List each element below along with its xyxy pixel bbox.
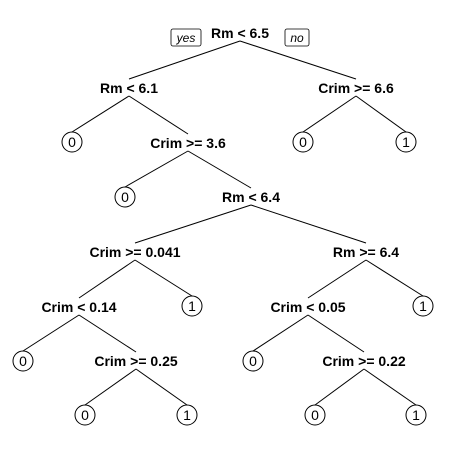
split-node-s0: Rm < 6.5	[211, 25, 269, 41]
leaf-value: 0	[249, 353, 257, 369]
leaf-value: 0	[311, 407, 319, 423]
leaf-node-l8: 0	[74, 404, 96, 426]
split-node-s7: Crim < 0.14	[41, 299, 116, 315]
edge-s5-l4	[134, 259, 193, 297]
leaf-node-l6: 0	[12, 350, 34, 372]
leaf-value: 0	[19, 353, 27, 369]
edge-s9-l9	[135, 368, 188, 406]
split-node-s3: Crim >= 3.6	[150, 135, 226, 151]
leaf-circle	[12, 350, 34, 372]
leaf-circle	[114, 186, 136, 208]
leaf-node-l2: 1	[395, 131, 417, 153]
leaf-value: 0	[81, 407, 89, 423]
leaf-value: 1	[412, 407, 420, 423]
leaf-circle	[292, 131, 314, 153]
leaf-node-l1: 0	[292, 131, 314, 153]
yes-tag: yes	[170, 28, 202, 47]
edge-s10-l10	[314, 368, 365, 406]
edge-s7-s9	[78, 314, 137, 353]
split-node-s5: Crim >= 0.041	[89, 244, 180, 260]
split-node-s9: Crim >= 0.25	[94, 353, 177, 369]
leaf-circle	[176, 404, 198, 426]
edge-s2-l2	[355, 95, 407, 133]
leaf-node-l10: 0	[304, 404, 326, 426]
leaf-value: 1	[188, 298, 196, 314]
edge-s8-l7	[252, 314, 309, 352]
leaf-value: 1	[402, 134, 410, 150]
yes-tag-label: yes	[176, 31, 196, 45]
tree-edges	[22, 40, 424, 406]
no-tag-label: no	[290, 31, 304, 45]
edge-s4-s6	[250, 204, 367, 244]
leaf-node-l7: 0	[242, 350, 264, 372]
edge-s1-l0	[71, 95, 130, 133]
split-node-s6: Rm >= 6.4	[333, 244, 399, 260]
edge-s1-s3	[128, 95, 189, 135]
edge-s8-s10	[307, 314, 365, 353]
edge-s3-l3	[124, 150, 189, 188]
edge-s9-l8	[84, 368, 137, 406]
edge-s3-s4	[187, 150, 252, 189]
leaf-circle	[181, 295, 203, 317]
no-tag: no	[284, 28, 310, 47]
edge-s2-l1	[302, 95, 357, 133]
edge-s6-l5	[365, 259, 424, 297]
leaf-node-l11: 1	[405, 404, 427, 426]
leaf-value: 1	[419, 298, 427, 314]
leaf-node-l3: 0	[114, 186, 136, 208]
leaf-circle	[395, 131, 417, 153]
split-node-s2: Crim >= 6.6	[318, 80, 394, 96]
leaf-circle	[242, 350, 264, 372]
leaf-circle	[61, 131, 83, 153]
edge-s0-s2	[239, 40, 357, 80]
split-node-s8: Crim < 0.05	[270, 299, 345, 315]
edge-s7-l6	[22, 314, 80, 352]
leaf-value: 1	[183, 407, 191, 423]
edge-s0-s1	[128, 40, 241, 80]
leaf-circle	[412, 295, 434, 317]
edge-s5-s7	[78, 259, 136, 299]
edge-s6-s8	[307, 259, 367, 299]
branch-tags: yes no	[170, 28, 310, 47]
leaf-value: 0	[68, 134, 76, 150]
leaf-node-l9: 1	[176, 404, 198, 426]
edge-s10-l11	[363, 368, 417, 406]
split-node-s1: Rm < 6.1	[100, 80, 158, 96]
leaf-circle	[74, 404, 96, 426]
split-node-s10: Crim >= 0.22	[322, 353, 405, 369]
leaf-circle	[405, 404, 427, 426]
leaf-value: 0	[299, 134, 307, 150]
leaf-node-l4: 1	[181, 295, 203, 317]
leaf-node-l5: 1	[412, 295, 434, 317]
edge-s4-s5	[134, 204, 252, 244]
leaf-circle	[304, 404, 326, 426]
leaf-nodes: 0 0 1 0 1 1 0 0 0 1 0 1	[12, 131, 434, 426]
leaf-node-l0: 0	[61, 131, 83, 153]
leaf-value: 0	[121, 189, 129, 205]
split-node-s4: Rm < 6.4	[222, 189, 280, 205]
